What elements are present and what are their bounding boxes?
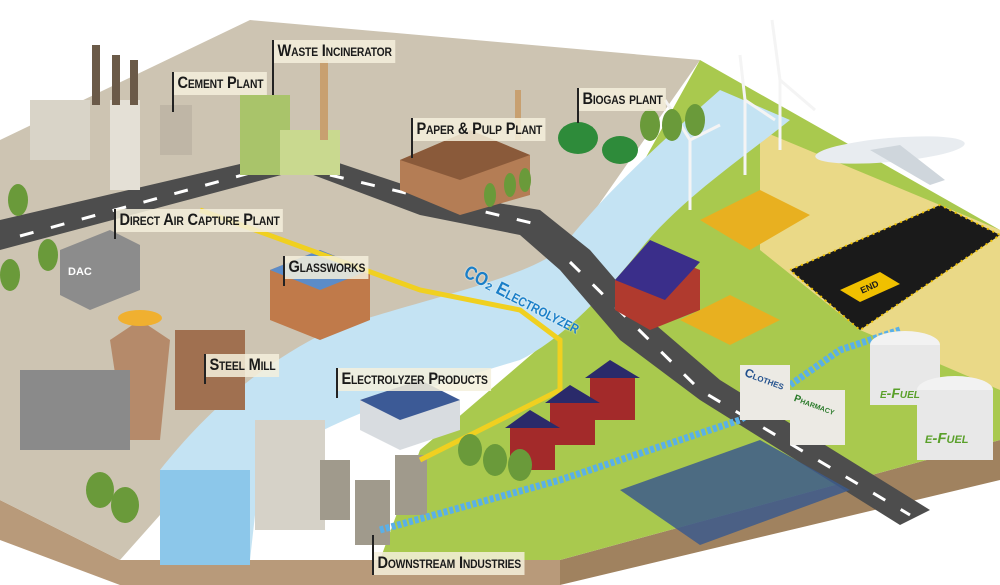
sign-efuel-2: e-Fuel [925, 430, 969, 447]
label-waste-incinerator: Waste Incinerator [272, 40, 415, 95]
label-electrolyzer-products: Electrolyzer Products [336, 368, 516, 398]
waterfall [160, 470, 250, 565]
product-pipeline [379, 326, 902, 534]
sign-efuel-1: e-Fuel [880, 385, 920, 401]
solar-field [620, 440, 850, 545]
label-biogas-plant: Biogas plant [577, 88, 680, 123]
biogas-plant [558, 122, 638, 164]
waste-incinerator [240, 60, 340, 175]
label-glassworks: Glassworks [283, 256, 382, 286]
runway-end-marker [840, 272, 900, 302]
clothes-shop [740, 365, 790, 420]
label-downstream-industries: Downstream Industries [372, 535, 549, 575]
trees [0, 104, 705, 523]
label-steel-mill: Steel Mill [204, 354, 291, 384]
airplane [815, 136, 965, 185]
steel-mill [20, 310, 245, 450]
wheat-field-1 [700, 190, 810, 250]
label-paper-pulp-plant: Paper & Pulp Plant [411, 118, 567, 158]
pharmacy-shop [790, 390, 845, 445]
efuel-tank-2 [917, 390, 993, 460]
co2-pipe [199, 207, 563, 463]
downstream-industries [255, 420, 427, 545]
sign-dac: DAC [68, 266, 92, 278]
label-cement-plant: Cement Plant [172, 72, 282, 112]
wheat-field-2 [680, 295, 780, 345]
paper-pulp-plant [400, 90, 530, 215]
river [160, 90, 790, 560]
wind-turbines [663, 19, 816, 210]
barn [615, 240, 700, 330]
label-direct-air-capture-plant: Direct Air Capture Plant [114, 209, 310, 239]
cement-plant [30, 45, 192, 190]
direct-air-capture-plant [60, 230, 140, 310]
runway [788, 203, 1000, 332]
